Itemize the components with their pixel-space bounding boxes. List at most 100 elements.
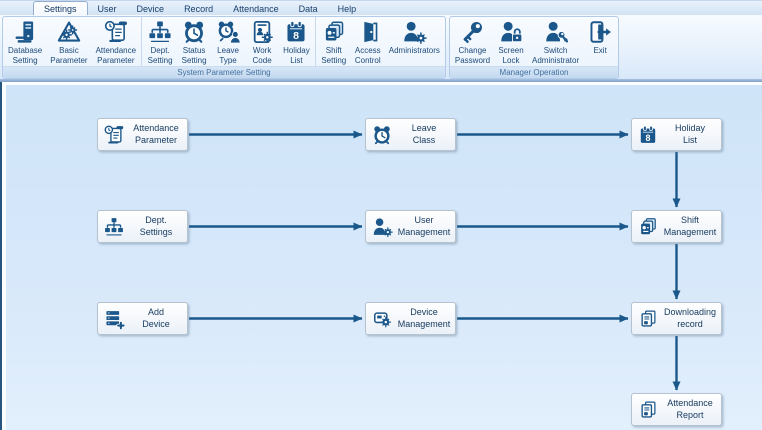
flow-node-label-text: Shift Management: [663, 214, 717, 237]
tab-attendance[interactable]: Attendance: [233, 4, 279, 14]
flow-node-attendance-parameter[interactable]: Attendance Parameter: [97, 118, 188, 151]
flow-node-label-text: Add Device: [142, 306, 170, 329]
ribbon-button-label: Shift Setting: [321, 46, 347, 65]
document-icon: [637, 308, 659, 330]
org-tree-icon: [103, 216, 125, 238]
cards-stack-icon: [321, 19, 347, 45]
ribbon-group-label: Manager Operation: [449, 66, 619, 78]
server-plus-icon: [103, 308, 125, 330]
ribbon-bottom-separator: [0, 79, 762, 82]
ribbon-group-buttons: Change Password Screen Lock Switch Admin…: [450, 17, 618, 66]
calendar-icon: 8: [283, 19, 309, 45]
cards-stack-icon: [637, 216, 659, 238]
svg-text:8: 8: [646, 132, 651, 142]
ribbon-button-basic-parameter[interactable]: Basic Parameter: [46, 17, 91, 66]
alarm-person-icon: [215, 19, 241, 45]
flow-node-device-management[interactable]: Device Management: [365, 302, 456, 335]
ribbon-button-dept-setting[interactable]: Dept. Setting: [143, 17, 177, 66]
triangle-gears-icon: [56, 19, 82, 45]
tab-data[interactable]: Data: [298, 4, 318, 14]
tab-user[interactable]: User: [97, 4, 117, 14]
tab-record[interactable]: Record: [184, 4, 214, 14]
calendar-icon: 8: [637, 124, 659, 146]
flow-node-label: Attendance Parameter: [125, 123, 187, 146]
flow-node-label: Leave Class: [393, 123, 455, 146]
ribbon-button-shift-setting[interactable]: Shift Setting: [317, 17, 351, 66]
ribbon-button-work-code[interactable]: Work Code: [245, 17, 279, 66]
flow-node-label: Downloading record: [659, 307, 721, 330]
device-gear-icon: [371, 308, 393, 330]
ribbon-button-administrators[interactable]: Administrators: [385, 17, 444, 66]
person-key-icon: [543, 19, 569, 45]
ribbon-button-label: Administrators: [388, 46, 440, 55]
ribbon-button-label: Change Password: [454, 46, 491, 65]
ribbon-button-cluster: Shift Setting Access Control Administrat…: [314, 17, 445, 66]
door-icon: [355, 19, 381, 45]
ribbon-button-database-setting[interactable]: Database Setting: [4, 17, 46, 66]
ribbon-group-system-parameter-setting: Database Setting Basic Parameter Attenda…: [2, 16, 446, 79]
ribbon-button-attendance-parameter[interactable]: Attendance Parameter: [92, 17, 140, 66]
flow-node-downloading-record[interactable]: Downloading record: [631, 302, 722, 335]
ribbon-button-label: Access Control: [354, 46, 381, 65]
ribbon-button-leave-type[interactable]: Leave Type: [211, 17, 245, 66]
ribbon-group-manager-operation: Change Password Screen Lock Switch Admin…: [448, 16, 620, 79]
document-icon: [637, 399, 659, 421]
flow-node-leave-class[interactable]: Leave Class: [365, 118, 456, 151]
ribbon-toolbar: Database Setting Basic Parameter Attenda…: [0, 15, 762, 79]
ribbon-group-buttons: Database Setting Basic Parameter Attenda…: [3, 17, 445, 66]
flow-node-label: Device Management: [393, 307, 455, 330]
ribbon-button-label: Database Setting: [8, 46, 43, 65]
flow-node-label-text: Dept. Settings: [139, 214, 173, 237]
ribbon-button-cluster: Database Setting Basic Parameter Attenda…: [3, 17, 141, 66]
flow-node-label-text: Device Management: [397, 306, 451, 329]
alarm-clock-icon: [181, 19, 207, 45]
ribbon-group-label: System Parameter Setting: [3, 66, 445, 78]
flow-node-attendance-report[interactable]: Attendance Report: [631, 393, 722, 426]
tab-help[interactable]: Help: [337, 4, 357, 14]
flow-node-label: Add Device: [125, 307, 187, 330]
ribbon-button-screen-lock[interactable]: Screen Lock: [494, 17, 528, 66]
main-panel: Attendance Parameter Leave Class 8 Holida…: [0, 82, 762, 430]
ribbon-button-label: Dept. Setting: [147, 46, 173, 65]
ribbon-button-status-setting[interactable]: Status Setting: [177, 17, 211, 66]
person-gear-icon: [401, 19, 428, 45]
ribbon-button-cluster: Change Password Screen Lock Switch Admin…: [450, 17, 618, 66]
ribbon-button-label: Screen Lock: [498, 46, 524, 65]
ribbon-button-label: Status Setting: [181, 46, 207, 65]
flow-node-holiday-list[interactable]: 8 Holiday List: [631, 118, 722, 151]
exit-door-icon: [587, 19, 613, 45]
ribbon-button-exit[interactable]: Exit: [583, 17, 617, 66]
flow-node-dept-settings[interactable]: Dept. Settings: [97, 210, 188, 243]
ribbon-button-label: Exit: [593, 46, 607, 55]
person-lock-icon: [498, 19, 524, 45]
org-tree-icon: [147, 19, 173, 45]
scroll-clock-icon: [103, 19, 129, 45]
flow-node-shift-management[interactable]: Shift Management: [631, 210, 722, 243]
flowchart-arrows: [189, 130, 681, 391]
key-icon: [459, 19, 485, 45]
flow-node-label-text: Downloading record: [663, 306, 717, 329]
ribbon-button-label: Attendance Parameter: [95, 46, 137, 65]
ribbon-button-label: Switch Administrator: [532, 46, 580, 65]
flow-node-user-management[interactable]: User Management: [365, 210, 456, 243]
flow-node-add-device[interactable]: Add Device: [97, 302, 188, 335]
computer-tower-icon: [12, 19, 38, 45]
ribbon-button-switch-administrator[interactable]: Switch Administrator: [528, 17, 583, 66]
ribbon-button-change-password[interactable]: Change Password: [451, 17, 494, 66]
flow-node-label: Dept. Settings: [125, 215, 187, 238]
ribbon-button-access-control[interactable]: Access Control: [351, 17, 385, 66]
alarm-clock-icon: [371, 124, 393, 146]
flow-node-label-text: Holiday List: [674, 122, 705, 145]
tab-settings[interactable]: Settings: [33, 1, 88, 15]
tab-device[interactable]: Device: [136, 4, 165, 14]
flow-node-label: Holiday List: [659, 123, 721, 146]
svg-text:8: 8: [293, 30, 299, 42]
person-gear-icon: [371, 216, 393, 238]
ribbon-button-label: Leave Type: [217, 46, 239, 65]
flow-node-label-text: Attendance Report: [667, 397, 713, 420]
scroll-clock-icon: [103, 124, 125, 146]
flowchart-canvas: Attendance Parameter Leave Class 8 Holida…: [6, 85, 762, 430]
ribbon-button-label: Basic Parameter: [50, 46, 88, 65]
